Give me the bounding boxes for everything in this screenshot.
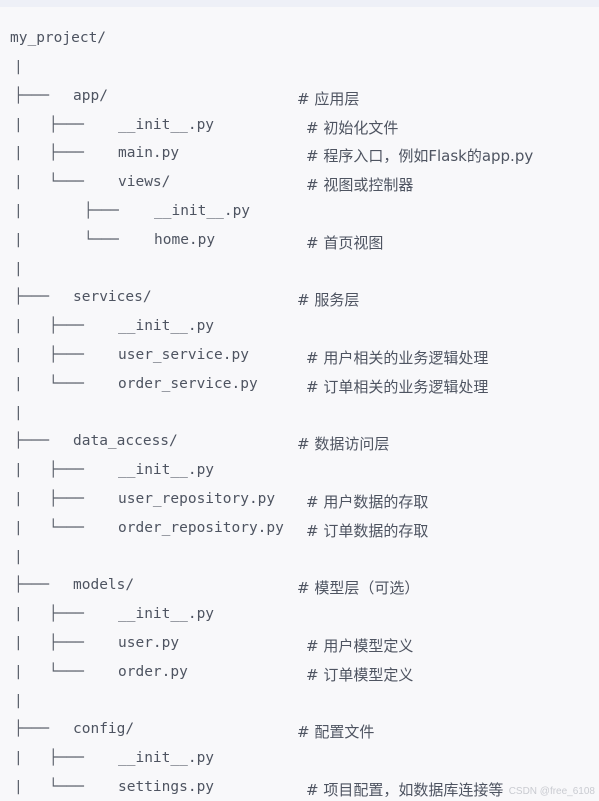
tree-connector: ├─── [14, 87, 58, 104]
folder-name: services/ [73, 289, 152, 306]
file-name: order_repository.py [118, 519, 284, 536]
code-comment: # 订单模型定义 [306, 665, 414, 684]
tree-connector: | └─── [14, 519, 93, 536]
tree-connector: | [14, 548, 23, 565]
file-name: __init__.py [154, 203, 251, 219]
file-name: order.py [118, 663, 188, 680]
code-comment: # 订单数据的存取 [306, 521, 429, 540]
code-comment: # 服务层 [297, 291, 360, 310]
folder-name: models/ [73, 577, 135, 594]
code-comment: # 程序入口，例如Flask的app.py [306, 147, 534, 166]
code-comment: # 模型层（可选） [297, 579, 420, 598]
tree-connector: | ├─── [14, 750, 93, 767]
watermark: CSDN @free_6108 [508, 786, 595, 797]
file-name: user_repository.py [118, 491, 276, 507]
tree-connector: | ├─── [14, 606, 93, 623]
tree-connector: ├─── [14, 433, 58, 450]
code-comment: # 数据访问层 [297, 435, 390, 454]
code-comment: # 首页视图 [306, 233, 384, 252]
code-comment: # 用户模型定义 [306, 637, 414, 655]
tree-connector: | └─── [14, 174, 93, 191]
file-name: __init__.py [118, 606, 215, 623]
code-comment: # 配置文件 [297, 723, 375, 742]
tree-connector: | [14, 59, 23, 75]
code-comment: # 订单相关的业务逻辑处理 [306, 377, 489, 396]
file-name: __init__.py [118, 750, 215, 767]
code-comment: # 用户相关的业务逻辑处理 [306, 349, 489, 367]
code-comment: # 用户数据的存取 [306, 493, 429, 511]
code-comment: # 初始化文件 [306, 118, 399, 137]
folder-name: views/ [118, 174, 171, 191]
top-divider [0, 0, 599, 7]
tree-connector: | ├─── [14, 116, 93, 133]
root-folder-name: my_project/ [10, 30, 107, 46]
file-name: __init__.py [118, 462, 215, 479]
file-name: main.py [118, 145, 180, 162]
tree-connector: | [14, 260, 23, 277]
code-line-root: my_project/ [0, 30, 106, 50]
tree-connector: | [14, 404, 23, 421]
tree-connector: ├─── [14, 577, 58, 594]
file-name: __init__.py [118, 116, 215, 133]
tree-connector: | ├─── [14, 462, 93, 479]
tree-connector: ├─── [14, 289, 58, 306]
tree-connector: | └─── [14, 231, 128, 248]
tree-connector: | ├─── [14, 491, 93, 507]
tree-connector: ├─── [14, 721, 58, 738]
tree-connector: | [14, 692, 23, 709]
file-name: __init__.py [118, 318, 215, 335]
code-comment: # 应用层 [297, 89, 360, 108]
code-block: my_project/ | ├─── app/ # 应用层 | ├─── __init… [0, 7, 599, 801]
tree-connector: | └─── [14, 663, 93, 680]
tree-connector: | └─── [14, 779, 93, 795]
tree-connector: | ├─── [14, 145, 93, 162]
tree-connector: | ├─── [14, 318, 93, 335]
tree-connector: | └─── [14, 375, 93, 392]
folder-name: config/ [73, 721, 135, 738]
tree-connector: | ├─── [14, 347, 93, 363]
file-name: user.py [118, 635, 180, 651]
file-name: order_service.py [118, 375, 258, 392]
file-name: settings.py [118, 779, 215, 795]
folder-name: data_access/ [73, 433, 178, 450]
code-comment: # 项目配置，如数据库连接等 [306, 781, 504, 799]
file-name: user_service.py [118, 347, 249, 363]
folder-name: app/ [73, 87, 108, 104]
tree-connector: | ├─── [14, 635, 93, 651]
tree-connector: | ├─── [14, 203, 128, 219]
code-comment: # 视图或控制器 [306, 176, 414, 195]
file-name: home.py [154, 231, 216, 248]
